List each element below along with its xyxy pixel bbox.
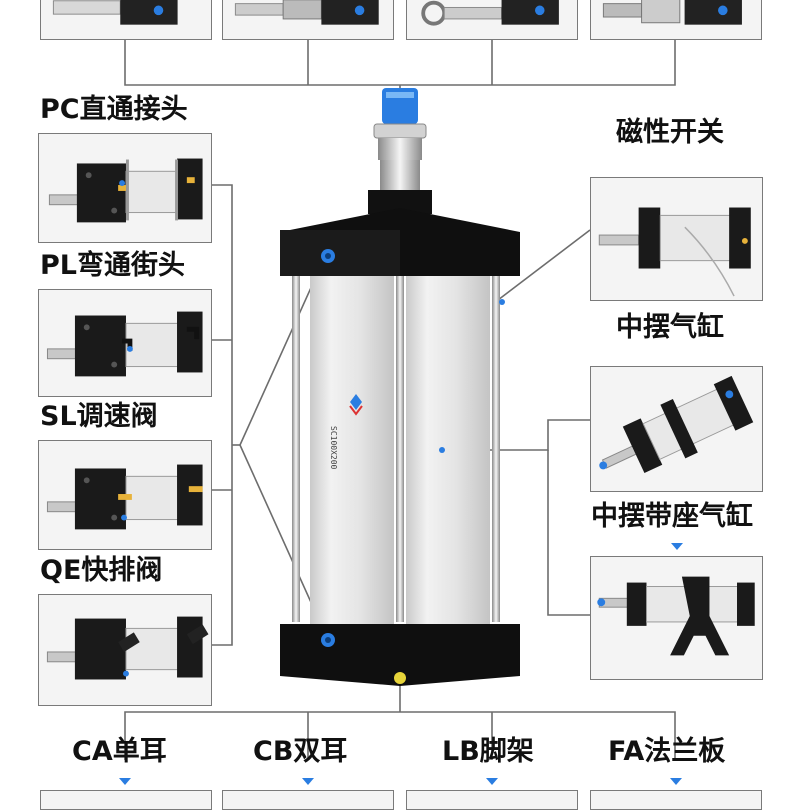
chevron-down-icon	[486, 778, 498, 785]
panel-magnetic-switch	[590, 177, 763, 301]
bottom-panel-2	[222, 790, 394, 810]
cylinder-switch-image	[598, 207, 751, 297]
top-panel-4	[590, 0, 762, 40]
top-panel-1	[40, 0, 212, 40]
top-panel-2	[222, 0, 394, 40]
option-label-pc-fitting: PC直通接头	[40, 94, 188, 125]
option-label-magnetic-switch: 磁性开关	[616, 117, 724, 148]
option-label-sl-valve: SL调速阀	[40, 401, 158, 432]
panel-qe-valve	[38, 594, 212, 706]
panel-middle-swing-base	[590, 556, 763, 680]
cylinder-pc-image	[48, 158, 203, 223]
option-label-pl-elbow: PL弯通街头	[40, 250, 185, 281]
option-label-middle-swing-base: 中摆带座气缸	[591, 501, 753, 532]
chevron-down-icon	[302, 778, 314, 785]
cylinder-swing-base-image	[597, 576, 755, 656]
cylinder-sl-image	[46, 464, 203, 530]
bottom-panel-3	[406, 790, 578, 810]
option-label-ca-single-ear: CA单耳	[72, 736, 167, 767]
main-cylinder-image: SC100X200	[270, 80, 530, 700]
top-panel-3	[406, 0, 578, 40]
option-label-fa-flange: FA法兰板	[608, 736, 726, 767]
panel-middle-swing	[590, 366, 763, 492]
cylinder-swing-image	[599, 375, 754, 474]
chevron-down-icon	[671, 543, 683, 550]
chevron-down-icon	[119, 778, 131, 785]
panel-pc-fitting	[38, 133, 212, 243]
bottom-panel-4	[590, 790, 762, 810]
option-label-qe-valve: QE快排阀	[40, 555, 163, 586]
cylinder-engraving: SC100X200	[329, 426, 338, 470]
bottom-panel-1	[40, 790, 212, 810]
option-label-lb-foot: LB脚架	[442, 736, 534, 767]
cylinder-qe-image	[46, 616, 209, 680]
panel-pl-elbow	[38, 289, 212, 397]
option-label-cb-double-ear: CB双耳	[253, 736, 348, 767]
chevron-down-icon	[670, 778, 682, 785]
cylinder-pl-image	[46, 311, 203, 377]
option-label-middle-swing: 中摆气缸	[616, 312, 724, 343]
panel-sl-valve	[38, 440, 212, 550]
